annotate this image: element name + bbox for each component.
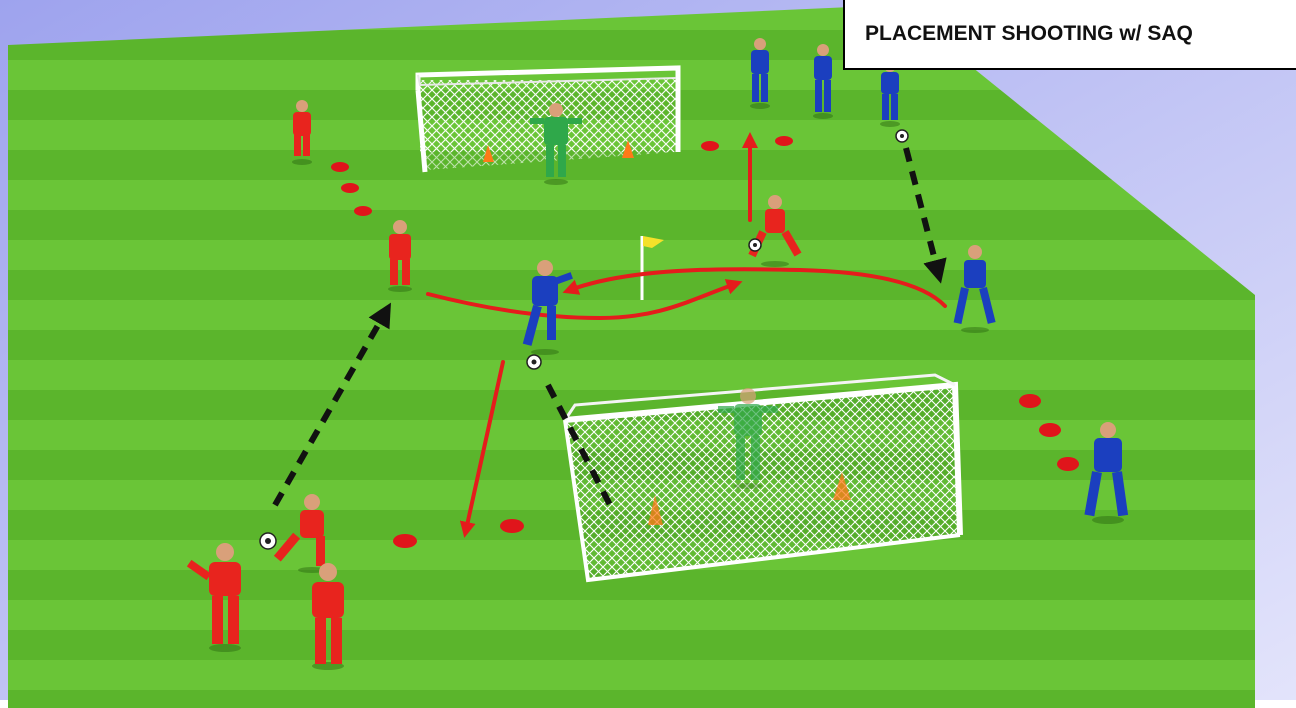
ball [749, 239, 761, 251]
ball [527, 355, 541, 369]
diagram-title: PLACEMENT SHOOTING w/ SAQ [865, 22, 1193, 46]
disc-marker [354, 206, 372, 216]
disc-marker [500, 519, 524, 533]
disc-marker [341, 183, 359, 193]
title-box: PLACEMENT SHOOTING w/ SAQ [843, 0, 1296, 70]
disc-marker [1019, 394, 1041, 408]
ball [260, 533, 276, 549]
disc-marker [775, 136, 793, 146]
disc-marker [1039, 423, 1061, 437]
disc-marker [1057, 457, 1079, 471]
disc-marker [701, 141, 719, 151]
disc-marker [331, 162, 349, 172]
disc-marker [393, 534, 417, 548]
ball [896, 130, 908, 142]
